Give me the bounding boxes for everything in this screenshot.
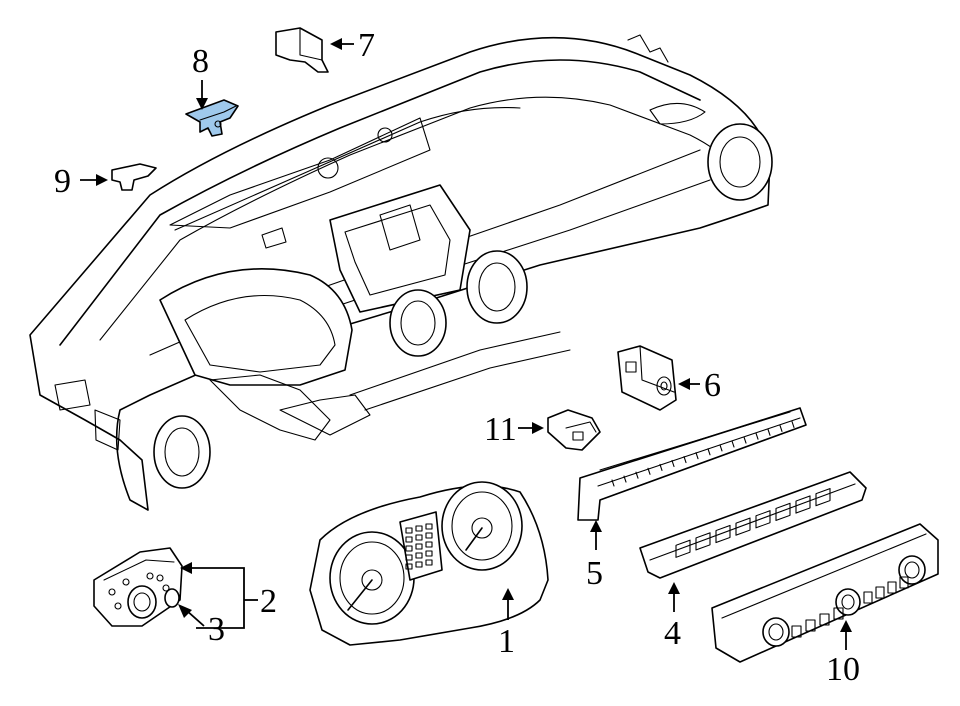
switch-button [755, 510, 771, 529]
climate-button [899, 576, 909, 589]
trim-tick [635, 471, 639, 479]
cluster-icon [415, 561, 423, 568]
part-11-switch [547, 409, 601, 451]
cluster-icon [425, 541, 433, 548]
trim-tick [623, 475, 627, 483]
cluster-icon [415, 543, 423, 550]
callout-labels: 1 2 3 4 5 6 7 8 9 10 11 [54, 27, 860, 688]
callout-11: 11 [484, 411, 517, 448]
leader-lines [80, 38, 852, 650]
cluster-icon [405, 554, 413, 561]
callout-1: 1 [498, 623, 515, 660]
switch-button [815, 487, 831, 507]
trim-tick [731, 440, 735, 448]
cluster-icon [405, 527, 413, 534]
callout-4: 4 [664, 615, 681, 652]
dashboard-assembly [29, 34, 773, 511]
headlight-switch-icons [108, 572, 170, 610]
climate-button [863, 591, 873, 604]
callout-7: 7 [358, 27, 375, 64]
trim-tick [767, 428, 771, 436]
headlight-icon [146, 572, 154, 580]
callout-5: 5 [586, 555, 603, 592]
cluster-icon [425, 523, 433, 530]
cluster-icon [405, 536, 413, 543]
switch-button [775, 502, 791, 522]
part-8-sensor [185, 99, 239, 137]
part-6-socket [617, 345, 677, 411]
headlight-icon [122, 578, 130, 586]
trim-tick [707, 448, 711, 456]
part-7-bracket [275, 27, 329, 73]
callout-3: 3 [208, 611, 225, 648]
headlight-icon [156, 574, 164, 582]
trim-tick [611, 479, 615, 487]
cluster-icon [425, 550, 433, 557]
climate-button [805, 619, 816, 632]
headlight-icon [108, 588, 116, 596]
part-4-switch-panel [639, 471, 867, 579]
headlight-icon [114, 602, 122, 610]
part-2-headlight-switch [93, 547, 183, 627]
part-10-climate-control [711, 523, 939, 663]
cluster-icon [415, 525, 423, 532]
trim-tick [779, 424, 783, 432]
cluster-icon [405, 563, 413, 570]
switch-buttons [675, 487, 831, 558]
climate-buttons [791, 576, 909, 638]
callout-8: 8 [192, 43, 209, 80]
part-3-knob [164, 588, 180, 608]
trim-tick [683, 456, 687, 464]
switch-button [715, 524, 731, 544]
cluster-icon [415, 552, 423, 559]
cluster-display-icons [405, 523, 433, 570]
part-5-trim-panel [577, 407, 807, 521]
trim-tick [671, 459, 675, 468]
part-1-instrument-cluster [309, 481, 549, 646]
switch-button [675, 539, 691, 558]
callout-6: 6 [704, 367, 721, 404]
part-9-clip [111, 163, 157, 191]
trim-tick [695, 452, 699, 460]
cluster-icon [405, 545, 413, 552]
trim-tick [719, 444, 723, 452]
climate-button [819, 613, 830, 626]
climate-button [875, 586, 885, 599]
climate-button [833, 607, 844, 620]
switch-button [695, 532, 711, 551]
trim-tick [791, 420, 795, 429]
trim-tick [647, 467, 651, 475]
climate-button [887, 581, 897, 594]
part-8-highlight [185, 99, 239, 137]
cluster-icon [415, 534, 423, 541]
switch-button [795, 495, 811, 514]
trim-tick [755, 432, 759, 440]
callout-2: 2 [260, 583, 277, 620]
switch-button [735, 517, 751, 536]
cluster-icon [425, 532, 433, 539]
climate-button [791, 625, 802, 638]
trim-tick-marks [611, 420, 795, 487]
cluster-icon [425, 559, 433, 566]
trim-tick [743, 436, 747, 444]
trim-tick [659, 463, 663, 471]
callout-10: 10 [826, 651, 860, 688]
callout-9: 9 [54, 163, 71, 200]
headlight-icon [162, 584, 170, 592]
